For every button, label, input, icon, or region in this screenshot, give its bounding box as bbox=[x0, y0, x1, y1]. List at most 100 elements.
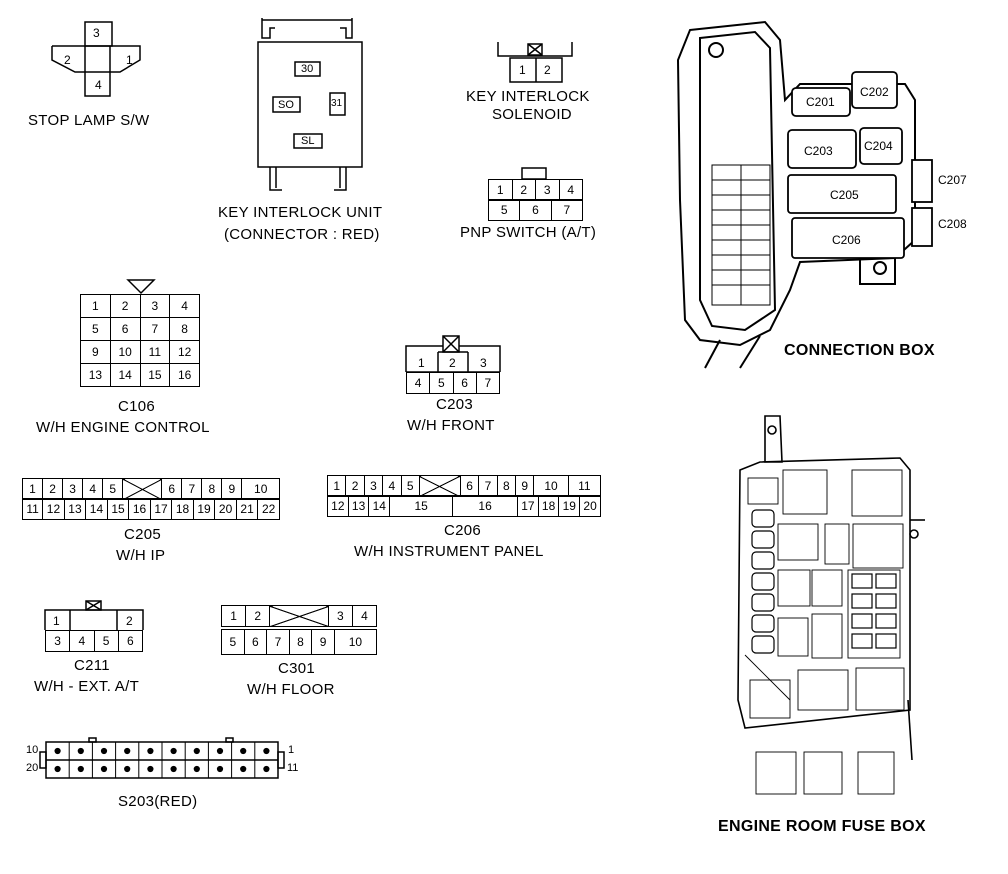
pin-cell: 7 bbox=[266, 629, 290, 655]
connector-label-c202: C202 bbox=[860, 85, 889, 99]
s203-pin-dot bbox=[100, 765, 108, 773]
s203-pin-dot bbox=[147, 765, 154, 773]
pin-cell: 15 bbox=[106, 498, 130, 520]
c301-row1: 1 2 3 4 bbox=[220, 605, 378, 627]
c106-id: C106 bbox=[118, 398, 156, 415]
s203-pin-dot bbox=[263, 765, 270, 773]
pin-label: 2 bbox=[64, 53, 71, 67]
c211-row2: 3 4 5 6 bbox=[44, 630, 144, 652]
pin-cell: 17 bbox=[149, 498, 173, 520]
pin-cell: 4 bbox=[351, 605, 378, 627]
pin-cell: 19 bbox=[558, 495, 581, 517]
s203-pin-dot bbox=[124, 747, 131, 755]
pin-cell: 17 bbox=[517, 495, 539, 517]
pin-cell: 15 bbox=[389, 495, 454, 517]
pin-label: 30 bbox=[301, 63, 314, 75]
s203-pin-11: 11 bbox=[287, 762, 299, 774]
key-interlock-unit-sublabel: (CONNECTOR : RED) bbox=[224, 226, 380, 243]
s203-label: S203(RED) bbox=[118, 793, 198, 810]
pin-cell: 16 bbox=[452, 495, 519, 517]
solenoid-label: KEY INTERLOCK bbox=[466, 88, 590, 105]
pin-cell: 7 bbox=[475, 372, 501, 394]
pin-cell: 12 bbox=[42, 498, 65, 520]
fuse-slot bbox=[751, 551, 775, 570]
pin-cell: 12 bbox=[169, 340, 200, 364]
pin-cell: 18 bbox=[171, 498, 194, 520]
pin-cell: 21 bbox=[235, 498, 259, 520]
fuse-slot bbox=[751, 614, 775, 633]
c205-name: W/H IP bbox=[116, 547, 166, 564]
fuse-slot bbox=[851, 593, 873, 609]
pin-label: 1 bbox=[418, 356, 425, 370]
fuse-slot bbox=[751, 635, 775, 654]
key-blank-cell bbox=[418, 475, 461, 497]
pin-label: 2 bbox=[544, 63, 551, 77]
pin-cell: 16 bbox=[128, 498, 151, 520]
c301-id: C301 bbox=[278, 660, 316, 677]
c205-id: C205 bbox=[124, 526, 162, 543]
connector-label-c201: C201 bbox=[806, 95, 835, 109]
stop-lamp-label: STOP LAMP S/W bbox=[28, 112, 150, 129]
fuse-slot bbox=[875, 593, 897, 609]
connector-label-c205: C205 bbox=[830, 188, 859, 202]
pin-label: 3 bbox=[93, 26, 100, 40]
c301-name: W/H FLOOR bbox=[247, 681, 335, 698]
pin-cell: 5 bbox=[487, 199, 521, 221]
pin-label: 31 bbox=[331, 98, 343, 109]
pin-cell: 4 bbox=[405, 372, 431, 394]
pin-cell: 8 bbox=[169, 317, 200, 341]
s203-pin-dot bbox=[100, 747, 108, 755]
s203-pin-dot bbox=[263, 747, 270, 755]
fuse-slot bbox=[851, 613, 873, 629]
engine-room-fuse-box-label: ENGINE ROOM FUSE BOX bbox=[718, 818, 926, 835]
pin-label: 1 bbox=[519, 63, 526, 77]
pin-cell: 11 bbox=[139, 340, 171, 364]
pin-label: 4 bbox=[95, 78, 102, 92]
s203-pin-20: 20 bbox=[26, 762, 39, 774]
pin-cell: 3 bbox=[327, 605, 353, 627]
connector-label-c206: C206 bbox=[832, 233, 861, 247]
s203-pin-dot bbox=[170, 747, 177, 755]
c203-id: C203 bbox=[436, 396, 474, 413]
pin-cell: 7 bbox=[550, 199, 584, 221]
connector-label-c208: C208 bbox=[938, 217, 967, 231]
s203-pin-10: 10 bbox=[26, 744, 39, 756]
s203-pin-dot bbox=[54, 765, 61, 773]
connector-label-c204: C204 bbox=[864, 139, 893, 153]
c211-name: W/H - EXT. A/T bbox=[34, 678, 140, 695]
pin-cell: 19 bbox=[192, 498, 216, 520]
c206-row2: 12 13 14 15 16 17 18 19 20 bbox=[327, 495, 601, 517]
pin-cell: 2 bbox=[245, 605, 271, 627]
pnp-switch-label: PNP SWITCH (A/T) bbox=[460, 224, 597, 241]
pin-cell: 18 bbox=[537, 495, 560, 517]
s203-pin-dot bbox=[124, 765, 131, 773]
key-blank-cell bbox=[122, 478, 163, 500]
pin-label: 1 bbox=[126, 53, 133, 67]
c206-name: W/H INSTRUMENT PANEL bbox=[354, 543, 544, 560]
pin-label: SL bbox=[301, 135, 315, 147]
s203-pin-dot bbox=[216, 765, 224, 773]
pin-cell: 4 bbox=[69, 630, 95, 652]
c206-row1: 1 2 3 4 5 6 7 8 9 10 11 bbox=[326, 475, 602, 497]
pin-cell: 15 bbox=[139, 363, 171, 387]
connector-label-c207: C207 bbox=[938, 173, 967, 187]
pin-cell: 5 bbox=[80, 317, 111, 341]
s203-pin-dot bbox=[147, 747, 154, 755]
c301-row2: 5 6 7 8 9 10 bbox=[221, 629, 378, 655]
c211-id: C211 bbox=[74, 657, 110, 674]
pin-cell: 22 bbox=[257, 498, 280, 520]
solenoid-sublabel: SOLENOID bbox=[492, 106, 572, 123]
s203-pin-dot bbox=[54, 747, 61, 755]
fuse-slot bbox=[875, 573, 897, 589]
fuse-slot bbox=[751, 572, 775, 591]
fuse-slot bbox=[851, 633, 873, 649]
fuse-slot bbox=[751, 530, 775, 549]
pin-cell: 20 bbox=[579, 495, 601, 517]
s203-pin-dot bbox=[240, 747, 247, 755]
c106-name: W/H ENGINE CONTROL bbox=[36, 419, 210, 436]
